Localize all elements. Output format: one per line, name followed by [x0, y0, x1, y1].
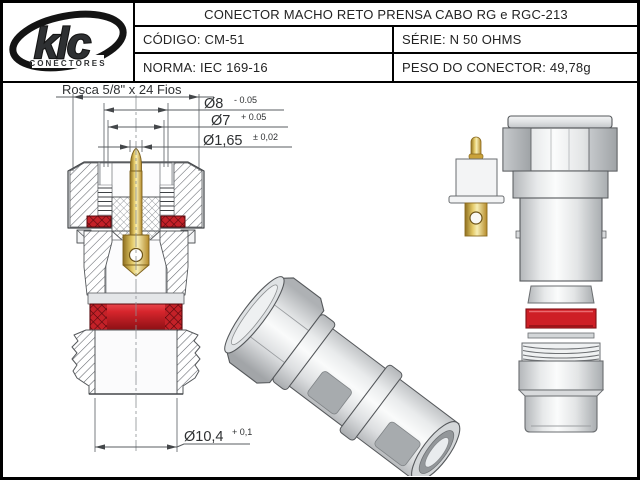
dim-d165-label: Ø1,65	[203, 133, 243, 149]
logo: klc CONECTORES	[3, 3, 135, 81]
klc-logo-graphic: klc CONECTORES	[9, 10, 127, 72]
dimension-arrows	[73, 94, 199, 450]
dim-d104-tol: + 0,1	[232, 427, 252, 437]
flat-washer	[527, 332, 595, 339]
dimension-lines	[56, 94, 292, 452]
ferrule-ring	[527, 285, 595, 304]
isometric-view	[224, 276, 461, 476]
cable-entry-3d	[411, 421, 461, 476]
title-block: klc CONECTORES CONECTOR MACHO RETO PRENS…	[3, 3, 637, 83]
body-cylinder-side	[519, 197, 603, 282]
norma-cell: NORMA: IEC 169-16	[135, 54, 394, 81]
dim-d104-label: Ø10,4	[184, 429, 224, 445]
peso-cell: PESO DO CONECTOR: 49,78g	[402, 60, 591, 75]
front-section-view: Rosca 5/8" x 24 Fios Ø8 - 0.05 Ø7 + 0.05…	[56, 83, 292, 452]
logo-brand-text: klc	[34, 19, 91, 68]
red-gasket-part	[525, 308, 597, 329]
contact-pin-part	[448, 136, 505, 237]
body-side-view	[502, 115, 618, 282]
logo-subtitle-text: CONECTORES	[29, 59, 106, 68]
technical-drawing: Rosca 5/8" x 24 Fios Ø8 - 0.05 Ø7 + 0.05…	[56, 83, 618, 476]
dim-d7-label: Ø7	[211, 113, 230, 129]
dim-rosca-label: Rosca 5/8" x 24 Fios	[62, 83, 182, 97]
dim-d7-tol: + 0.05	[241, 112, 266, 122]
document-title: CONECTOR MACHO RETO PRENSA CABO RG e RGC…	[135, 3, 637, 27]
serie-cell: SÉRIE: N 50 OHMS	[394, 27, 637, 54]
dim-d165-tol: ± 0,02	[253, 132, 278, 142]
pin-solder-hole	[469, 211, 483, 225]
codigo-cell: CÓDIGO: CM-51	[135, 27, 394, 54]
crimp-seals	[86, 215, 186, 228]
dim-d8-label: Ø8	[204, 96, 223, 112]
logo-text-mask	[32, 55, 104, 68]
dim-d8-tol: - 0.05	[234, 95, 257, 105]
hex-coupling-nut-3d	[224, 276, 325, 384]
clamp-nut-part	[517, 342, 605, 433]
exploded-clamp-parts	[517, 285, 605, 433]
